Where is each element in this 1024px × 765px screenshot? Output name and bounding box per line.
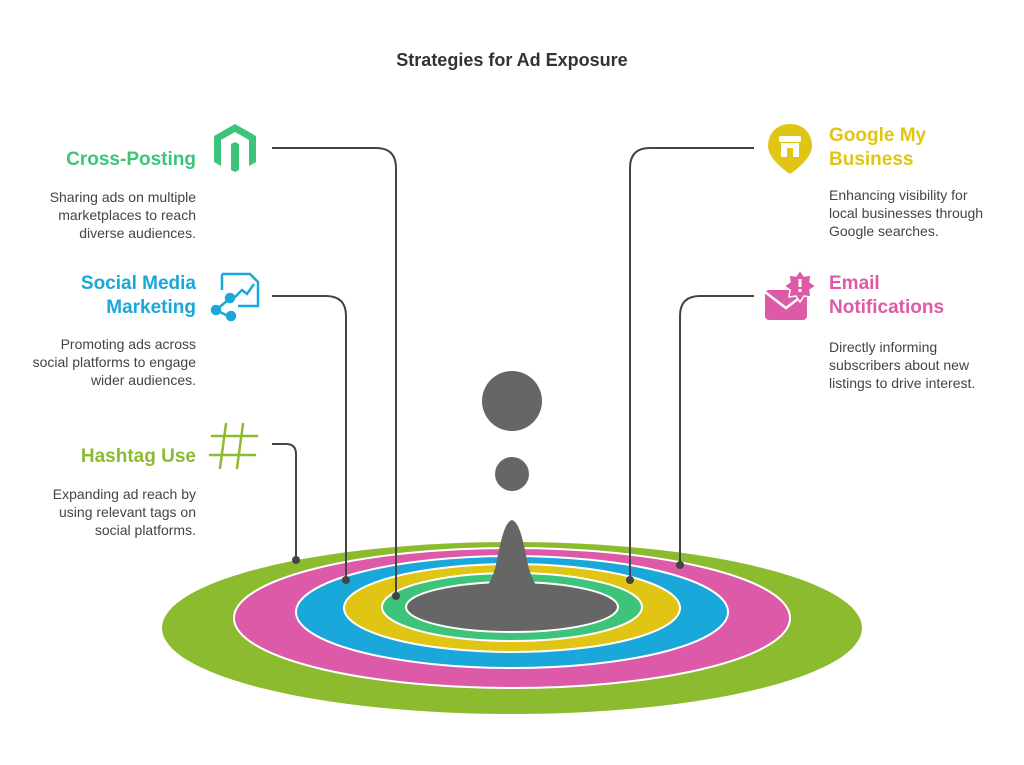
- connector-email: [679, 295, 754, 565]
- droplet-small: [495, 457, 529, 491]
- connector-dot-cross-posting: [392, 592, 400, 600]
- connector-hashtag: [272, 443, 297, 560]
- email-heading: Email Notifications: [829, 273, 945, 318]
- droplet-large: [482, 371, 542, 431]
- google-heading: Google My Business: [829, 125, 927, 170]
- hashtag-icon: [208, 422, 259, 470]
- connector-google: [629, 147, 754, 580]
- cross-posting-description: Sharing ads on multiple marketplaces to …: [49, 189, 196, 241]
- google-description: Enhancing visibility for local businesse…: [829, 187, 984, 239]
- connector-dot-social-media: [342, 576, 350, 584]
- cross-posting-heading: Cross-Posting: [66, 149, 196, 170]
- hashtag-heading: Hashtag Use: [80, 446, 196, 467]
- splash-peak: [438, 520, 586, 617]
- email-description: Directly informing subscribers about new…: [829, 339, 976, 391]
- magento-icon: [214, 124, 256, 172]
- connector-dot-email: [676, 561, 684, 569]
- connector-cross-posting: [272, 147, 397, 596]
- hashtag-description: Expanding ad reach by using relevant tag…: [52, 486, 196, 538]
- connector-social-media: [272, 295, 347, 580]
- social-media-description: Promoting ads across social platforms to…: [32, 336, 196, 388]
- connector-dot-google: [626, 576, 634, 584]
- store-location-icon: [768, 124, 812, 174]
- social-media-heading: Social Media Marketing: [80, 273, 196, 318]
- connector-dot-hashtag: [292, 556, 300, 564]
- email-alert-icon: [764, 268, 818, 320]
- diagram-title: Strategies for Ad Exposure: [396, 50, 628, 70]
- share-chart-icon: [210, 272, 260, 322]
